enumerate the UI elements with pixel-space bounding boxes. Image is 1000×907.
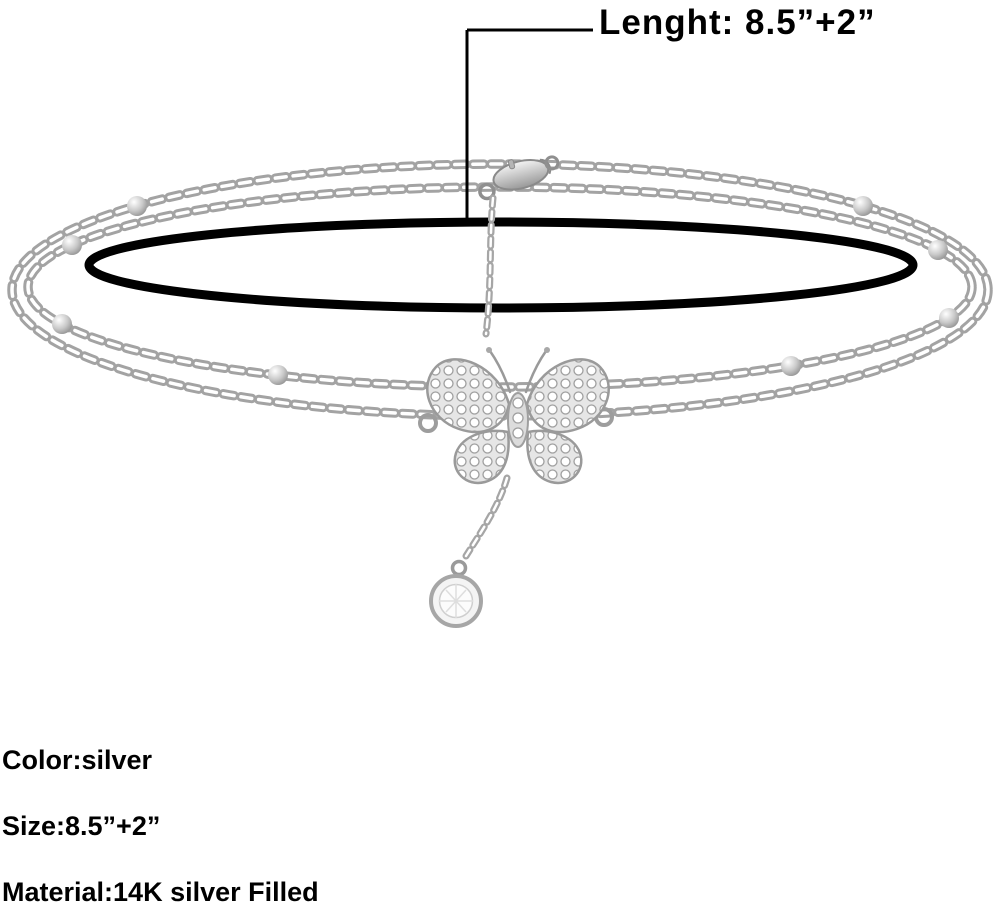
- chain-beads: [52, 196, 959, 385]
- spec-material: Material:14K silver Filled: [2, 877, 319, 907]
- butterfly-upper-left-wing: [426, 358, 511, 434]
- spec-color: Color:silver: [2, 745, 153, 775]
- lobster-clasp: [478, 155, 560, 201]
- clasp-tail-ring: [478, 182, 496, 201]
- butterfly-lower-left-wing: [453, 429, 510, 485]
- clasp-claw: [539, 158, 552, 175]
- extender-chain: [482, 194, 497, 338]
- annotation-lines: [465, 28, 593, 219]
- drop-jump-ring: [450, 559, 468, 577]
- clasp-front-ring: [544, 155, 560, 171]
- spec-size: Size:8.5”+2”: [2, 811, 161, 841]
- length-annotation-label: Lenght: 8.5”+2”: [599, 3, 876, 42]
- butterfly-lower-right-wing: [526, 429, 583, 485]
- butterfly-upper-right-wing: [525, 358, 610, 434]
- clasp-lever: [507, 159, 516, 170]
- butterfly-antenna-right: [524, 349, 548, 394]
- butterfly-antenna-left: [488, 349, 512, 394]
- crystal-drop: [429, 474, 511, 628]
- measuring-cord: [84, 217, 918, 313]
- crystal-facets: [439, 584, 473, 618]
- butterfly-pendant: [418, 347, 614, 485]
- butterfly-left-jump-ring: [418, 413, 438, 433]
